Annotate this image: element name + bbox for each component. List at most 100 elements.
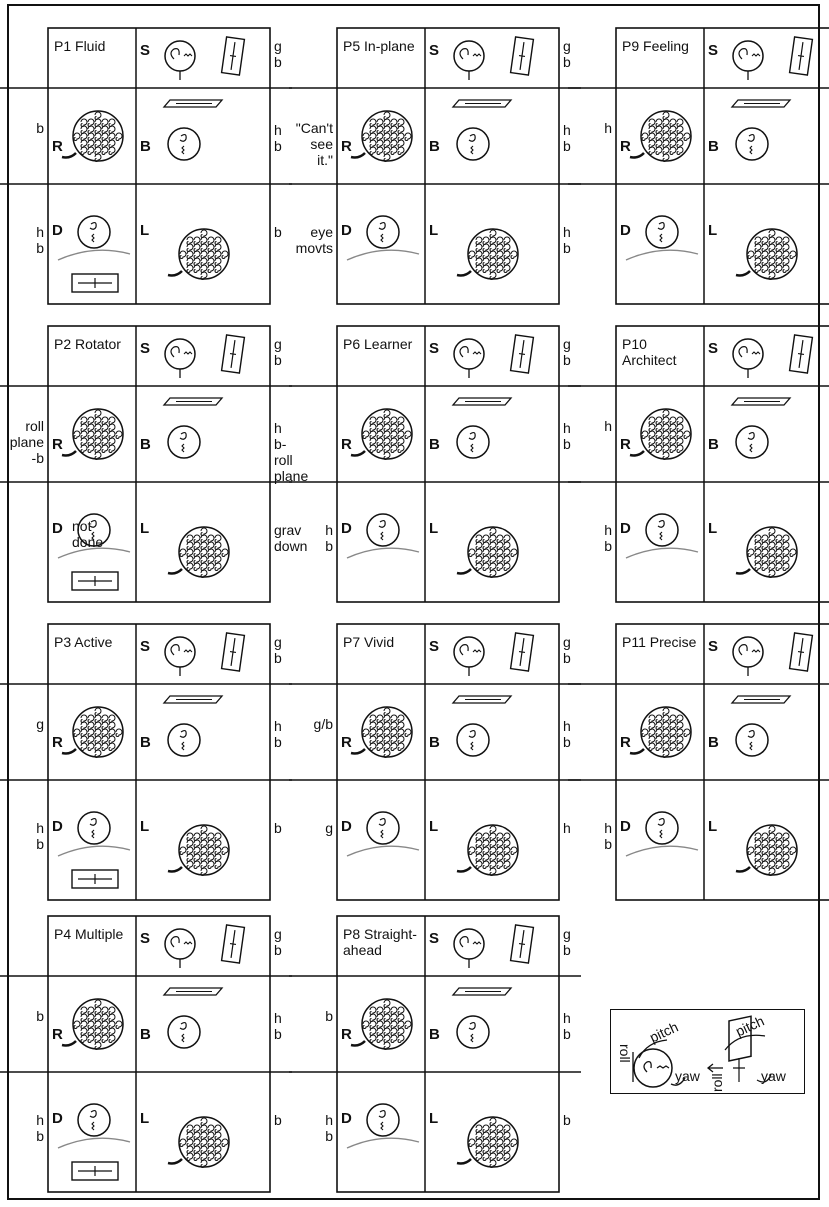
panel-border: [615, 325, 829, 603]
brain-icon: [629, 110, 692, 162]
floor-plane-icon: [71, 571, 119, 591]
label-b-right: h b: [274, 1010, 282, 1042]
label-r-left: "Can't see it.": [295, 120, 333, 168]
panel-title: P11 Precise: [622, 634, 697, 650]
brain-icon: [61, 998, 124, 1050]
panel-border: [336, 915, 560, 1193]
brain-left-icon: [167, 1116, 230, 1168]
panel-title: P3 Active: [54, 634, 113, 650]
cell-letter-d: D: [620, 520, 631, 537]
subject-head-down-icon: [645, 513, 679, 547]
panel-drawing: [289, 27, 581, 305]
subject-head-icon: [164, 40, 196, 80]
cell-letter-l: L: [140, 1110, 150, 1127]
subject-head-icon: [453, 636, 485, 676]
subject-head-top-icon: [167, 1015, 201, 1049]
cell-letter-s: S: [429, 930, 440, 947]
cell-letter-r: R: [341, 734, 352, 751]
subject-head-icon: [453, 338, 485, 378]
brain-icon: [350, 998, 413, 1050]
panel-border: [336, 325, 560, 603]
subject-head-icon: [164, 636, 196, 676]
subject-head-icon: [164, 338, 196, 378]
panel-drawing: [0, 27, 292, 305]
brain-left-icon: [167, 526, 230, 578]
panel-drawing: [568, 27, 829, 305]
horizontal-plane-icon: [451, 695, 513, 704]
panel-title: P6 Learner: [343, 336, 413, 352]
cell-letter-d: D: [52, 818, 63, 835]
cell-letter-d: D: [52, 222, 63, 239]
cell-letter-s: S: [708, 42, 719, 59]
panel-drawing: [289, 623, 581, 901]
horizontal-plane-icon: [730, 99, 792, 108]
panel-border: [336, 27, 560, 305]
brain-left-icon: [456, 526, 519, 578]
legend-yaw-left: yaw: [675, 1068, 700, 1084]
label-r-left: b: [36, 1008, 44, 1024]
vertical-plane-icon: [788, 632, 814, 672]
subject-head-icon: [453, 928, 485, 968]
label-l-right: h b: [563, 224, 571, 256]
label-s-right: g b: [563, 926, 571, 958]
cell-letter-b: B: [140, 1026, 151, 1043]
label-d-left: h b: [325, 1112, 333, 1144]
cell-letter-l: L: [429, 222, 439, 239]
cell-letter-r: R: [52, 436, 63, 453]
brain-left-icon: [456, 228, 519, 280]
horizontal-plane-icon: [730, 695, 792, 704]
label-l-right: b: [274, 224, 282, 240]
vertical-plane-icon: [509, 924, 535, 964]
cell-letter-r: R: [620, 734, 631, 751]
panel-border: [47, 623, 271, 901]
panel-title: P2 Rotator: [54, 336, 121, 352]
cell-letter-l: L: [708, 222, 718, 239]
panel-title: P10 Architect: [622, 336, 677, 368]
label-d-left: h b: [36, 224, 44, 256]
vertical-plane-icon: [509, 334, 535, 374]
cell-letter-d: D: [52, 1110, 63, 1127]
brain-left-icon: [735, 526, 798, 578]
label-r-left: g: [36, 716, 44, 732]
label-b-right: h b: [563, 122, 571, 154]
panel-border: [615, 623, 829, 901]
cell-letter-s: S: [140, 638, 151, 655]
cell-letter-d: D: [341, 520, 352, 537]
horizontal-plane-icon: [162, 99, 224, 108]
panel-border: [615, 27, 829, 305]
label-b-right: h b: [274, 122, 282, 154]
panel-title: P7 Vivid: [343, 634, 395, 650]
cell-letter-r: R: [341, 1026, 352, 1043]
cell-letter-l: L: [708, 520, 718, 537]
subject-head-top-icon: [456, 425, 490, 459]
cell-letter-d: D: [341, 1110, 352, 1127]
vertical-plane-icon: [509, 632, 535, 672]
horizontal-plane-icon: [730, 397, 792, 406]
subject-head-top-icon: [735, 127, 769, 161]
subject-head-down-icon: [77, 215, 111, 249]
label-b-right: h b: [274, 718, 282, 750]
horizontal-plane-icon: [162, 987, 224, 996]
cell-letter-s: S: [140, 930, 151, 947]
subject-head-icon: [732, 40, 764, 80]
brain-icon: [350, 110, 413, 162]
panel-title: P9 Feeling: [622, 38, 689, 54]
label-b-right: h b: [563, 718, 571, 750]
panel-border: [47, 27, 271, 305]
subject-head-top-icon: [456, 127, 490, 161]
label-s-right: g b: [274, 926, 282, 958]
subject-head-down-icon: [77, 1103, 111, 1137]
legend-drawing: [632, 1015, 772, 1088]
cell-letter-b: B: [708, 734, 719, 751]
panel-drawing: [289, 915, 581, 1193]
label-s-right: g b: [563, 38, 571, 70]
cell-letter-r: R: [52, 734, 63, 751]
label-r-left: b: [325, 1008, 333, 1024]
cell-letter-b: B: [708, 138, 719, 155]
